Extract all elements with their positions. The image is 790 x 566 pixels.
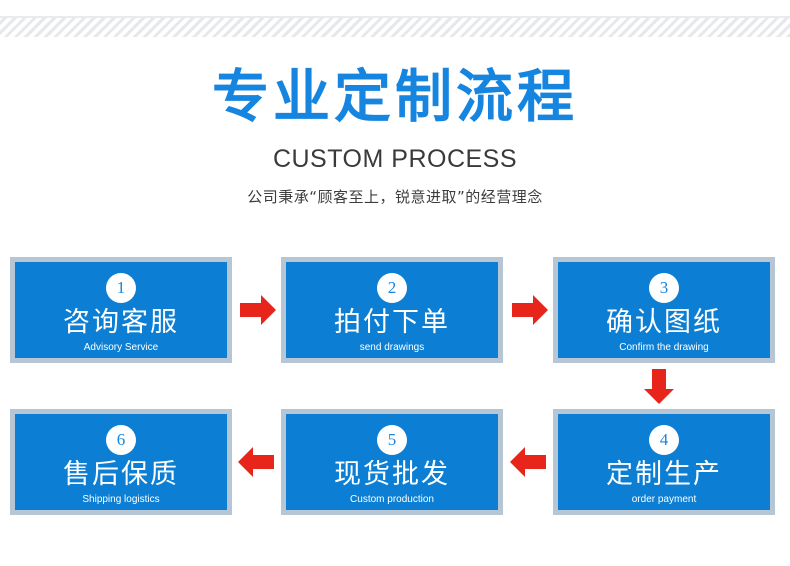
step-label-cn-2: 拍付下单	[334, 307, 450, 338]
step-number-badge-3: 3	[649, 273, 679, 303]
step-box-4: 4 定制生产 order payment	[553, 409, 775, 515]
step-number-badge-4: 4	[649, 425, 679, 455]
step-number-badge-6: 6	[106, 425, 136, 455]
step-number-badge-1: 1	[106, 273, 136, 303]
step-number-badge-5: 5	[377, 425, 407, 455]
step-label-en-3: Confirm the drawing	[619, 342, 709, 353]
step-label-en-4: order payment	[631, 494, 697, 505]
step-box-6: 6 售后保质 Shipping logistics	[10, 409, 232, 515]
step-label-cn-4: 定制生产	[606, 459, 722, 490]
step-box-5: 5 现货批发 Custom production	[281, 409, 503, 515]
step-label-cn-6: 售后保质	[63, 459, 179, 490]
heading-block: 专业定制流程 CUSTOM PROCESS 公司秉承“顾客至上，锐意进取”的经营…	[0, 62, 790, 208]
step-label-cn-3: 确认图纸	[606, 307, 722, 338]
step-label-cn-5: 现货批发	[334, 459, 450, 490]
step-box-2: 2 拍付下单 send drawings	[281, 257, 503, 363]
step-label-en-5: Custom production	[350, 494, 434, 505]
page-title-en: CUSTOM PROCESS	[272, 145, 518, 173]
step-box-1: 1 咨询客服 Advisory Service	[10, 257, 232, 363]
step-label-en-2: send drawings	[359, 342, 425, 353]
page-title-cn: 专业定制流程	[212, 64, 578, 130]
step-label-cn-1: 咨询客服	[63, 307, 179, 338]
step-number-badge-2: 2	[377, 273, 407, 303]
company-tagline: 公司秉承“顾客至上，锐意进取”的经营理念	[247, 188, 543, 206]
top-stripe-band	[0, 16, 790, 37]
step-label-en-6: Shipping logistics	[82, 494, 160, 505]
step-box-3: 3 确认图纸 Confirm the drawing	[553, 257, 775, 363]
step-label-en-1: Advisory Service	[83, 342, 159, 353]
